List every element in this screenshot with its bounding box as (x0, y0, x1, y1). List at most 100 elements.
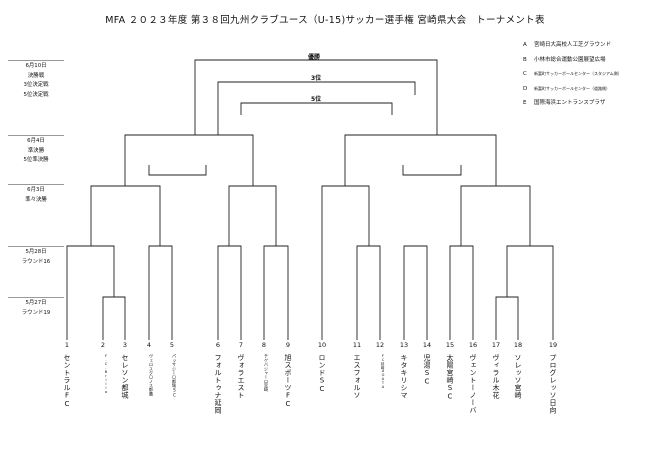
bracket-line (263, 245, 289, 340)
team-number: 12 (375, 341, 385, 349)
round-label-quarterfinal: 6月3日 準々決勝 (8, 186, 64, 205)
team-name: キタキリシマ (400, 354, 408, 399)
round-date: 6月3日 (27, 187, 45, 193)
round-name: 5位準決勝 (23, 157, 49, 163)
team-number: 2 (100, 341, 106, 349)
team-number: 19 (548, 341, 558, 349)
venue-item: E 国際海浜エントランスプラザ (523, 96, 622, 111)
bracket-line (495, 296, 519, 340)
bracket-line (66, 245, 115, 340)
bracket-line (124, 134, 254, 186)
team-name: 児湯SC (423, 354, 431, 386)
venue-item: C 新富町サッカーボールセンター（スタジアム側） (523, 67, 622, 82)
round-name: ラウンド16 (21, 258, 51, 265)
round-divider (8, 297, 64, 298)
team-number: 9 (285, 341, 291, 349)
team-number: 3 (122, 341, 128, 349)
round-label-semifinal: 6月4日 準決勝 5位準決勝 (8, 137, 64, 166)
round-name: ラウンド19 (21, 309, 51, 316)
team-number: 8 (261, 341, 267, 349)
bracket-line (403, 245, 428, 340)
bracket-line (321, 185, 370, 340)
team-name: ソレッソ宮崎 (514, 354, 522, 399)
bracket-line (148, 245, 173, 340)
round-date: 6月4日 (27, 138, 45, 144)
team-number: 13 (399, 341, 409, 349)
bracket-line (402, 165, 462, 176)
team-number: 5 (169, 341, 175, 349)
team-number: 11 (352, 341, 362, 349)
bracket-line (148, 165, 207, 176)
team-name: ヴィラル木花 (492, 354, 500, 399)
venue-code: E (523, 100, 527, 106)
bracket-line (217, 81, 416, 135)
team-name: FC延岡AGATA (381, 354, 385, 390)
team-name: 旭スポーツFC (284, 354, 292, 409)
team-name: ヴェントーノーバ (469, 354, 477, 414)
bracket-line (194, 59, 438, 135)
round-name: 3位決定戦 (23, 82, 49, 88)
venue-item: B 小林市総合運動公園展望広場 (523, 53, 622, 68)
venue-code: C (523, 71, 527, 77)
venue-code: B (523, 56, 527, 63)
round-name: 決勝戦 (27, 72, 45, 79)
team-name: エスフォルソ (353, 354, 361, 399)
bracket-line (217, 245, 242, 340)
venue-name: 新富町サッカーボールセンター（スタジアム側） (534, 71, 622, 76)
team-name: セレソン都城 (121, 354, 129, 399)
venue-item: A 宮崎日大高校人工芝グラウンド (523, 38, 622, 53)
bracket-line (240, 102, 393, 115)
team-name: ヴォラエスト (237, 354, 245, 399)
round-name: 5位決定戦 (23, 91, 49, 98)
team-name: テゲバジャーロ宮崎 (264, 354, 269, 392)
venue-code: D (523, 85, 528, 92)
team-name: プログレッソ日向 (549, 354, 557, 414)
venue-legend: A 宮崎日大高校人工芝グラウンド B 小林市総合運動公園展望広場 C 新富町サッカーボ… (523, 38, 622, 111)
team-name: セントラルFC (63, 354, 71, 409)
page-title: MFA ２０２３年度 第３８回九州クラブユース（U-15)サッカー選手権 宮崎県… (105, 15, 545, 26)
team-number: 14 (422, 341, 432, 349)
team-name: フォルトゥナ延岡 (214, 354, 222, 414)
venue-name: 宮崎日大高校人工芝グラウンド (534, 42, 612, 48)
round-date: 5月27日 (25, 300, 47, 306)
round-divider (8, 60, 64, 61)
venue-name: 小林市総合運動公園展望広場 (534, 56, 606, 63)
round-label-final: 6月10日 決勝戦 3位決定戦 5位決定戦 (8, 62, 64, 100)
round-name: 準決勝 (27, 147, 45, 154)
place-label-third: 3位 (311, 75, 322, 82)
team-number: 17 (491, 341, 501, 349)
bracket-line (228, 185, 277, 246)
round-label-r19: 5月27日 ラウンド19 (8, 299, 64, 318)
place-label-fifth: 5位 (311, 96, 322, 103)
venue-name: 国際海浜エントランスプラザ (534, 100, 606, 106)
team-name: 太陽宮崎SC (446, 354, 454, 401)
team-number: 6 (215, 341, 221, 349)
team-name: ヴェロスクロノス都農 (149, 354, 154, 396)
bracket-line (102, 296, 126, 340)
team-name: ロンドSC (318, 354, 326, 394)
team-number: 1 (64, 341, 70, 349)
bracket-line (356, 245, 381, 340)
team-number: 15 (445, 341, 455, 349)
team-number: 7 (238, 341, 244, 349)
bracket-line (344, 134, 497, 186)
round-divider (8, 246, 64, 247)
bracket-line (90, 185, 161, 246)
team-name: F.C.Brilla (104, 354, 108, 394)
team-number: 10 (317, 341, 327, 349)
venue-code: A (523, 42, 527, 48)
round-divider (8, 135, 64, 136)
round-divider (8, 184, 64, 185)
team-number: 18 (513, 341, 523, 349)
bracket-line (460, 185, 531, 246)
place-label-first: 優勝 (308, 54, 321, 61)
round-date: 6月10日 (25, 63, 47, 69)
team-name: パッサジーロ都城SC (172, 354, 177, 398)
team-number: 16 (468, 341, 478, 349)
bracket-line (506, 245, 554, 340)
team-number: 4 (146, 341, 152, 349)
round-label-r16: 5月28日 ラウンド16 (8, 248, 64, 267)
round-name: 準々決勝 (25, 196, 47, 203)
